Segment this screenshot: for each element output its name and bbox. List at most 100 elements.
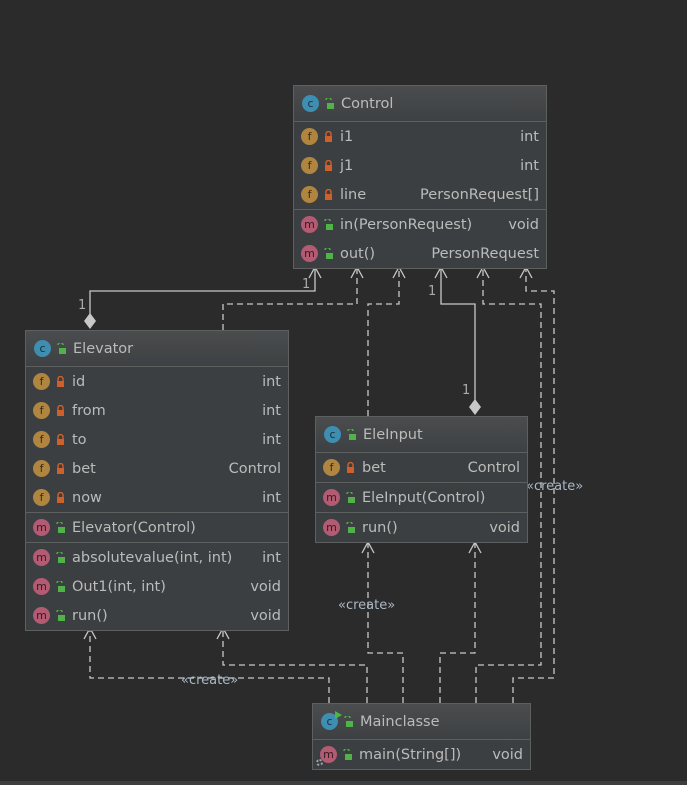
field-row[interactable]: f line PersonRequest[]: [294, 180, 546, 209]
field-row[interactable]: f now int: [26, 483, 288, 512]
field-type: int: [262, 402, 281, 419]
class-elevator[interactable]: c Elevator f id int f from int f to int …: [25, 330, 289, 631]
public-visibility-icon: [325, 97, 334, 109]
field-icon: f: [33, 460, 50, 477]
field-icon: f: [323, 459, 340, 476]
field-row[interactable]: f bet Control: [26, 454, 288, 483]
private-visibility-icon: [57, 491, 64, 503]
method-row[interactable]: m run() void: [26, 601, 288, 630]
fields-section: f i1 int f j1 int f line PersonRequest[]: [294, 122, 546, 210]
class-icon: c: [324, 426, 341, 443]
method-icon: m: [301, 216, 318, 233]
method-return-type: void: [508, 216, 539, 233]
field-row[interactable]: f from int: [26, 396, 288, 425]
run-indicator-icon: [335, 711, 342, 719]
public-visibility-icon: [346, 521, 355, 533]
public-visibility-icon: [347, 428, 356, 440]
constructor-row[interactable]: m EleInput(Control): [316, 483, 527, 512]
public-visibility-icon: [343, 748, 352, 760]
class-header[interactable]: c Mainclasse: [313, 704, 530, 740]
constructors-section: m Elevator(Control): [26, 513, 288, 543]
dependency-main-elevator-b: [222, 629, 368, 703]
aggregation-eleinput-control: [440, 268, 476, 402]
private-visibility-icon: [325, 188, 332, 200]
method-row[interactable]: m out() PersonRequest: [294, 239, 546, 268]
method-row[interactable]: m Out1(int, int) void: [26, 572, 288, 601]
method-row[interactable]: m main(String[]) void: [313, 740, 530, 769]
class-header[interactable]: c EleInput: [316, 417, 527, 453]
field-name: bet: [362, 459, 386, 476]
field-name: to: [72, 431, 87, 448]
field-type: int: [520, 157, 539, 174]
method-icon: m: [33, 549, 50, 566]
private-visibility-icon: [57, 404, 64, 416]
private-visibility-icon: [57, 375, 64, 387]
field-icon: f: [301, 128, 318, 145]
method-name: Out1(int, int): [72, 578, 166, 595]
field-type: PersonRequest[]: [420, 186, 539, 203]
method-icon: m: [33, 607, 50, 624]
class-header[interactable]: c Elevator: [26, 331, 288, 367]
class-header[interactable]: c Control: [294, 86, 546, 122]
private-visibility-icon: [57, 433, 64, 445]
class-name: EleInput: [363, 426, 423, 443]
public-visibility-icon: [56, 609, 65, 621]
multiplicity-label: 1: [462, 383, 471, 398]
method-row[interactable]: m run() void: [316, 513, 527, 542]
aggregation-diamond: [469, 399, 481, 415]
method-return-type: PersonRequest: [431, 245, 539, 262]
class-control[interactable]: c Control f i1 int f j1 int f line Perso…: [293, 85, 547, 269]
static-gear-icon: [316, 759, 323, 766]
field-row[interactable]: f to int: [26, 425, 288, 454]
field-name: id: [72, 373, 86, 390]
bottom-scrollbar[interactable]: [0, 781, 687, 785]
method-row[interactable]: m absolutevalue(int, int) int: [26, 543, 288, 572]
create-stereotype-label: «create»: [526, 479, 584, 494]
method-icon: m: [323, 489, 340, 506]
field-name: now: [72, 489, 102, 506]
methods-section: m main(String[]) void: [313, 740, 530, 769]
method-name: in(PersonRequest): [340, 216, 473, 233]
public-visibility-icon: [56, 580, 65, 592]
method-row[interactable]: m in(PersonRequest) void: [294, 210, 546, 239]
method-icon: m: [33, 519, 50, 536]
field-name: from: [72, 402, 106, 419]
field-type: int: [262, 489, 281, 506]
class-name: Mainclasse: [360, 713, 440, 730]
class-name: Control: [341, 95, 394, 112]
constructor-row[interactable]: m Elevator(Control): [26, 513, 288, 542]
class-icon: c: [34, 340, 51, 357]
field-icon: f: [33, 489, 50, 506]
private-visibility-icon: [325, 159, 332, 171]
field-icon: f: [301, 157, 318, 174]
field-icon: f: [301, 186, 318, 203]
field-type: int: [520, 128, 539, 145]
public-visibility-icon: [324, 218, 333, 230]
fields-section: f bet Control: [316, 453, 527, 483]
public-visibility-icon: [344, 715, 353, 727]
private-visibility-icon: [57, 462, 64, 474]
methods-section: m absolutevalue(int, int) int m Out1(int…: [26, 543, 288, 630]
constructor-name: EleInput(Control): [362, 489, 486, 506]
field-row[interactable]: f j1 int: [294, 151, 546, 180]
class-mainclasse[interactable]: c Mainclasse m main(String[]) void: [312, 703, 531, 770]
dependency-main-control-a: [475, 268, 542, 703]
method-icon: m: [301, 245, 318, 262]
field-type: Control: [467, 459, 520, 476]
aggregation-elevator-control: [89, 268, 316, 318]
field-row[interactable]: f i1 int: [294, 122, 546, 151]
create-stereotype-label: «create»: [181, 673, 239, 688]
public-visibility-icon: [57, 342, 66, 354]
private-visibility-icon: [325, 130, 332, 142]
method-return-type: void: [489, 519, 520, 536]
multiplicity-label: 1: [78, 298, 87, 313]
class-name: Elevator: [73, 340, 134, 357]
class-eleinput[interactable]: c EleInput f bet Control m EleInput(Cont…: [315, 416, 528, 543]
method-name: run(): [72, 607, 108, 624]
dependency-eleinput-control: [367, 268, 400, 416]
field-row[interactable]: f bet Control: [316, 453, 527, 482]
methods-section: m in(PersonRequest) void m out() PersonR…: [294, 210, 546, 268]
dependency-main-eleinput-a: [367, 543, 404, 703]
field-row[interactable]: f id int: [26, 367, 288, 396]
method-return-type: void: [250, 578, 281, 595]
